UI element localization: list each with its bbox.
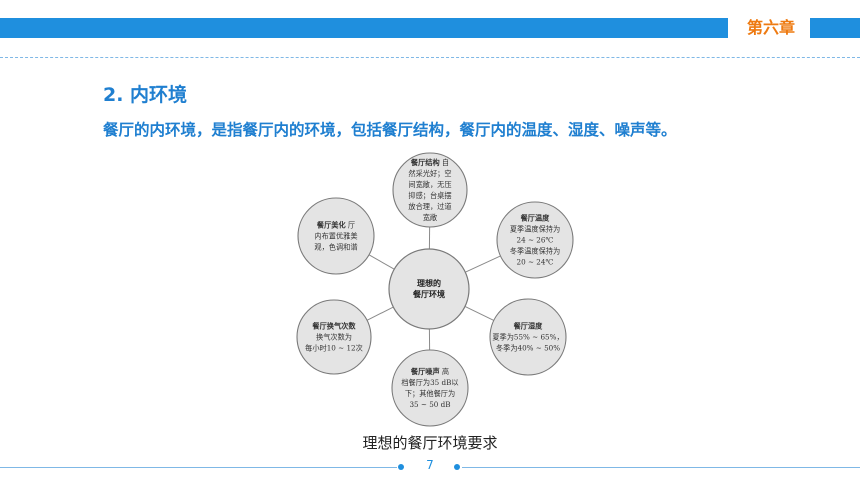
node-circle-humidity bbox=[489, 298, 567, 376]
center-label: 理想的餐厅环境 bbox=[412, 278, 445, 299]
header-dashed-divider bbox=[0, 57, 860, 58]
footer-dot-right bbox=[454, 464, 460, 470]
restaurant-environment-diagram: 理想的餐厅环境 餐厅结构 自然采光好；空间宽敞，无压抑感；台桌摆放合理，过道宽敞… bbox=[296, 152, 574, 427]
footer-line-left bbox=[0, 467, 397, 468]
node-circle-noise bbox=[391, 349, 469, 427]
node-circle-temperature bbox=[496, 201, 574, 279]
footer-dot-left bbox=[398, 464, 404, 470]
node-label-structure: 餐厅结构 自然采光好；空间宽敞，无压抑感；台桌摆放合理，过道宽敞 bbox=[408, 158, 451, 222]
connector-decoration bbox=[368, 254, 395, 270]
connector-ventilation bbox=[366, 306, 394, 321]
node-circle-decoration bbox=[297, 197, 375, 275]
connector-temperature bbox=[465, 255, 501, 273]
node-label-decoration: 餐厅美化 厅内布置优雅美观，色调和谐 bbox=[314, 221, 357, 252]
node-circle-structure bbox=[392, 152, 468, 228]
footer-line-right bbox=[462, 467, 860, 468]
page-number: 7 bbox=[426, 458, 434, 472]
section-description: 餐厅的内环境，是指餐厅内的环境，包括餐厅结构，餐厅内的温度、湿度、噪声等。 bbox=[103, 121, 677, 139]
section-heading: 2. 内环境 bbox=[103, 84, 188, 106]
node-label-ventilation: 餐厅换气次数换气次数为每小时10 ~ 12次 bbox=[305, 322, 363, 353]
center-circle bbox=[388, 248, 470, 330]
node-label-humidity: 餐厅湿度夏季为55% ~ 65%，冬季为40% ~ 50% bbox=[492, 322, 563, 353]
chapter-label: 第六章 bbox=[746, 18, 795, 37]
connector-humidity bbox=[464, 306, 495, 321]
header-bar-right bbox=[810, 18, 860, 38]
header-bar-left bbox=[0, 18, 728, 38]
diagram-caption: 理想的餐厅环境要求 bbox=[362, 434, 498, 452]
node-circle-ventilation bbox=[296, 299, 372, 375]
